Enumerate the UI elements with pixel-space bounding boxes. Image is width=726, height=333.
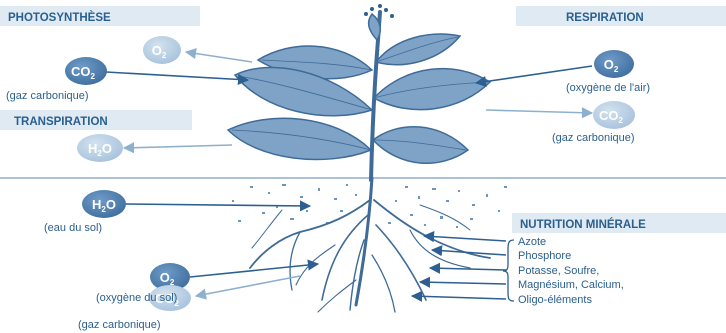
leaf-mid-right xyxy=(374,69,490,110)
mineral-item: Magnésium, Calcium, xyxy=(518,279,624,291)
photo-co2-bubble: CO2 xyxy=(65,57,107,85)
plant-roots xyxy=(250,178,490,312)
arrow-soil-o2-to-root xyxy=(190,264,318,277)
soil-h2o-bubble: H2O xyxy=(82,190,126,218)
leaf-lower-right xyxy=(373,127,468,164)
photo-o2-bubble: O2 xyxy=(143,36,181,64)
leaf-upper-right xyxy=(376,34,460,65)
header-nutrition: NUTRITION MINÉRALE xyxy=(520,218,646,231)
arrow-root-to-co2 xyxy=(196,276,300,296)
mineral-item: Oligo-éléments xyxy=(518,294,592,306)
arrow-potasse xyxy=(430,268,506,270)
mineral-item: Phosphore xyxy=(518,250,571,262)
arrow-leaf-to-o2 xyxy=(186,52,252,62)
minerals-brace xyxy=(503,240,514,301)
transp-h2o-bubble: H2O xyxy=(77,134,123,162)
caption-soil-o2: (oxygène du sol) xyxy=(96,292,177,304)
arrow-o2-to-leaf xyxy=(476,66,592,83)
minerals-list: Azote Phosphore Potasse, Soufre, Magnési… xyxy=(518,236,624,306)
caption-soil-co2: (gaz carbonique) xyxy=(78,319,161,331)
header-respiration: RESPIRATION xyxy=(566,12,644,24)
arrow-leaf-to-h2o xyxy=(124,145,232,148)
mineral-item: Azote xyxy=(518,236,546,248)
plant-leaves xyxy=(228,14,490,163)
arrow-co2-to-leaf xyxy=(106,72,248,80)
header-transpiration: TRANSPIRATION xyxy=(14,116,108,128)
arrow-magnesium xyxy=(420,282,506,284)
mineral-item: Potasse, Soufre, xyxy=(518,265,599,277)
resp-co2-bubble: CO2 xyxy=(593,101,635,129)
caption-soil-h2o: (eau du sol) xyxy=(44,222,102,234)
leaf-lower-left xyxy=(228,118,371,159)
caption-resp-co2: (gaz carbonique) xyxy=(552,132,635,144)
caption-photo-co2: (gaz carbonique) xyxy=(6,90,89,102)
resp-o2-bubble: O2 xyxy=(594,50,634,78)
arrow-leaf-to-co2 xyxy=(486,110,592,113)
header-photosynthese: PHOTOSYNTHÈSE xyxy=(8,11,111,24)
caption-resp-o2: (oxygène de l'air) xyxy=(566,82,650,94)
arrow-soil-water-to-root xyxy=(126,204,310,206)
